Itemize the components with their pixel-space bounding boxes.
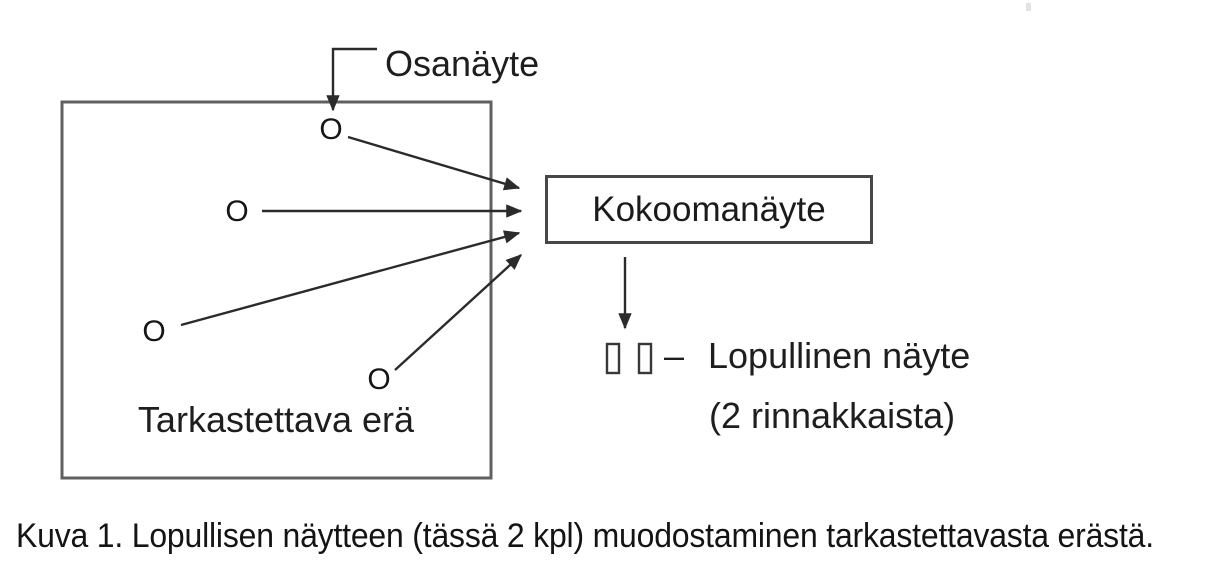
arrow-sample3-to-composite xyxy=(180,230,521,327)
sample-marker-1: O xyxy=(319,113,343,146)
composite-sample-label: Kokoomanäyte xyxy=(592,190,826,229)
final-sample-sublabel: (2 rinnakkaista) xyxy=(709,395,956,436)
batch-box xyxy=(60,100,493,480)
sample-marker-4: O xyxy=(367,363,391,396)
sample-marker-2: O xyxy=(225,195,249,228)
sample-marker-3: O xyxy=(142,315,166,348)
batch-box-label: Tarkastettava erä xyxy=(137,399,415,440)
arrow-sample1-to-composite xyxy=(347,135,521,191)
arrow-sample4-to-composite xyxy=(394,254,522,371)
scan-artifact-dot xyxy=(1026,3,1031,11)
final-sample-label: Lopullinen näyte xyxy=(708,335,971,376)
figure-caption: Kuva 1. Lopullisen näytteen (tässä 2 kpl… xyxy=(16,517,1154,555)
final-sample-vial-1 xyxy=(605,342,621,375)
composite-sample-box: Kokoomanäyte xyxy=(545,175,873,244)
osanayte-label: Osanäyte xyxy=(385,43,540,84)
osanayte-pointer-arrow xyxy=(326,47,377,112)
final-sample-vial-2 xyxy=(637,342,653,375)
final-sample-dash: – xyxy=(664,335,685,376)
